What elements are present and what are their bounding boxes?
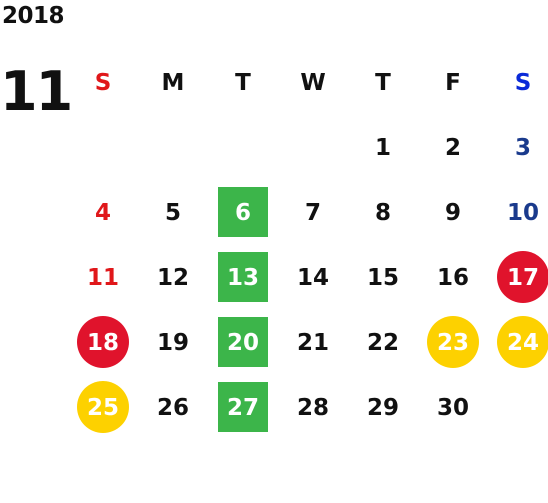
weekday-fri: F [445,69,461,96]
calendar-day[interactable]: 18 [68,310,138,375]
weekday-header-row: S M T W T F S [68,50,548,115]
calendar-day[interactable]: 28 [278,375,348,440]
calendar-day-number: 22 [366,329,399,356]
calendar-day-number: 4 [94,199,111,226]
day-highlight-marker [218,382,268,432]
weekday-sat: S [514,69,532,96]
calendar-day[interactable]: 5 [138,180,208,245]
calendar-day-number: 21 [296,329,329,356]
calendar-day[interactable]: 10 [488,180,548,245]
calendar-day-number: 29 [366,394,399,421]
calendar-day[interactable]: 14 [278,245,348,310]
calendar-day[interactable]: 11 [68,245,138,310]
weekday-wed: W [300,69,326,96]
calendar-day-number: 24 [506,329,539,356]
calendar-day[interactable]: 24 [488,310,548,375]
calendar-day[interactable]: 23 [418,310,488,375]
calendar-week-row: 1 2 3 [68,115,548,180]
calendar-day[interactable]: 13 [208,245,278,310]
calendar-day[interactable]: 6 [208,180,278,245]
calendar-day[interactable]: 25 [68,375,138,440]
calendar-day-number: 16 [436,264,469,291]
calendar-day-number: 12 [156,264,189,291]
calendar-day-number: 26 [156,394,189,421]
month-label: 11 [0,60,73,123]
calendar-day[interactable]: 30 [418,375,488,440]
calendar-day-number: 18 [86,329,119,356]
weekday-tue: T [235,69,251,96]
calendar-day[interactable]: 7 [278,180,348,245]
calendar-day-number: 19 [156,329,189,356]
calendar-day[interactable]: 17 [488,245,548,310]
year-label: 2018 [2,3,65,29]
calendar-day-number: 14 [296,264,329,291]
calendar-empty-cell [138,115,208,180]
calendar-day-number: 30 [436,394,469,421]
calendar-empty-cell [68,115,138,180]
calendar-day-number: 7 [304,199,321,226]
calendar-day[interactable]: 29 [348,375,418,440]
calendar-day[interactable]: 9 [418,180,488,245]
calendar-day-number: 10 [506,199,539,226]
calendar-week-row: 4 5 6 7 8 9 10 [68,180,548,245]
day-highlight-marker [218,252,268,302]
calendar-week-row: 11 12 13 14 15 16 17 [68,245,548,310]
day-highlight-marker [218,317,268,367]
day-highlight-marker [497,251,548,303]
calendar-week-row: 25 26 27 28 29 30 [68,375,548,440]
calendar-day-number: 28 [296,394,329,421]
calendar-day[interactable]: 1 [348,115,418,180]
calendar-day[interactable]: 8 [348,180,418,245]
calendar-empty-cell [208,115,278,180]
calendar-day-number: 1 [374,134,391,161]
calendar-day-number: 25 [86,394,119,421]
calendar-day[interactable]: 21 [278,310,348,375]
calendar-day-number: 23 [436,329,469,356]
day-highlight-marker [497,316,548,368]
calendar-week-row: 18 19 20 21 22 23 24 [68,310,548,375]
calendar-day-number: 8 [374,199,391,226]
calendar-day[interactable]: 2 [418,115,488,180]
weekday-mon: M [161,69,185,96]
calendar-day-number: 15 [366,264,399,291]
calendar-day-number: 20 [226,329,259,356]
calendar-day-number: 3 [514,134,531,161]
calendar-day-number: 11 [86,264,119,291]
calendar-day-number: 9 [444,199,461,226]
calendar-day[interactable]: 22 [348,310,418,375]
day-highlight-marker [427,316,479,368]
day-highlight-marker [218,187,268,237]
calendar-day[interactable]: 3 [488,115,548,180]
calendar-day[interactable]: 19 [138,310,208,375]
calendar-day-number: 13 [226,264,259,291]
calendar-day[interactable]: 20 [208,310,278,375]
calendar-day-number: 5 [164,199,181,226]
day-highlight-marker [77,381,129,433]
calendar-empty-cell [278,115,348,180]
calendar-day-number: 17 [506,264,539,291]
calendar-day[interactable]: 26 [138,375,208,440]
calendar-day[interactable]: 12 [138,245,208,310]
calendar-day-number: 6 [234,199,251,226]
calendar-day[interactable]: 4 [68,180,138,245]
calendar-day-number: 2 [444,134,461,161]
calendar-day-number: 27 [226,394,259,421]
weekday-thu: T [375,69,391,96]
calendar-day[interactable]: 16 [418,245,488,310]
calendar-day[interactable]: 15 [348,245,418,310]
calendar-day[interactable]: 27 [208,375,278,440]
weekday-sun: S [94,69,112,96]
calendar-empty-cell [488,375,548,440]
day-highlight-marker [77,316,129,368]
